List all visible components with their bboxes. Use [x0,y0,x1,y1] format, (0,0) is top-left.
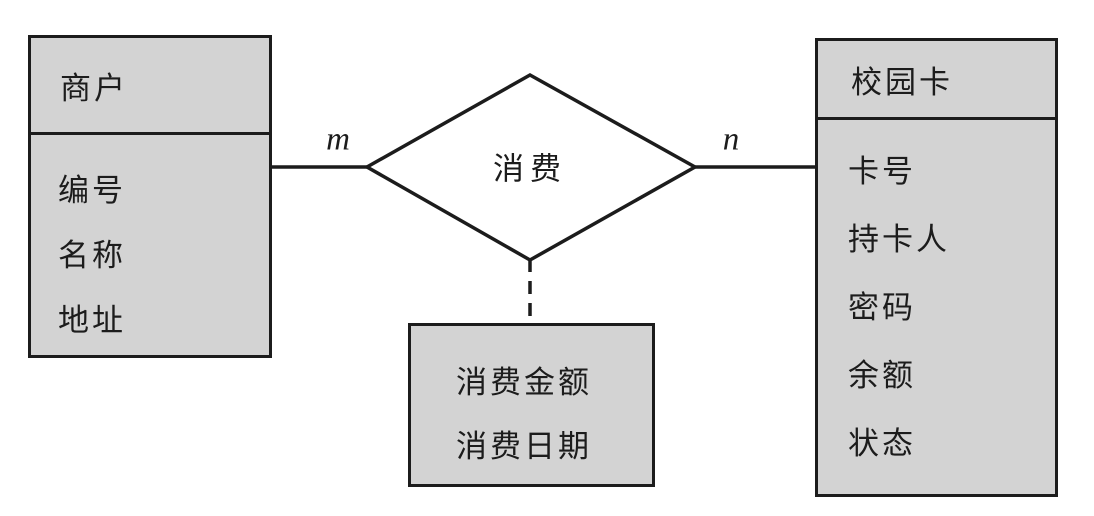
cardinality-m: m [326,121,350,158]
attribute-card-balance: 余额 [848,357,916,393]
attribute-merchant-address: 地址 [58,303,126,338]
entity-campus-card-attributes: 卡号 持卡人 密码 余额 状态 [818,120,1055,474]
relationship-diamond [363,72,699,263]
attribute-card-holder: 持卡人 [848,221,950,257]
entity-campus-card: 校园卡 卡号 持卡人 密码 余额 状态 [815,38,1058,497]
entity-campus-card-title: 校园卡 [818,41,1055,120]
attribute-consumption-amount: 消费金额 [456,364,592,400]
attribute-card-number: 卡号 [848,153,916,189]
relationship-attribute-box: 消费金额 消费日期 [408,323,655,487]
relationship-attribute-list: 消费金额 消费日期 [411,326,652,475]
cardinality-n: n [722,121,740,158]
attribute-card-password: 密码 [848,289,916,325]
attribute-card-status: 状态 [848,425,916,461]
entity-merchant: 商户 编号 名称 地址 [28,35,272,358]
attribute-merchant-name: 名称 [58,238,126,273]
attribute-consumption-date: 消费日期 [456,428,592,464]
relationship-label: 消费 [493,151,567,187]
entity-merchant-attributes: 编号 名称 地址 [31,135,269,350]
entity-merchant-title: 商户 [31,38,269,135]
attribute-merchant-id: 编号 [58,173,126,208]
